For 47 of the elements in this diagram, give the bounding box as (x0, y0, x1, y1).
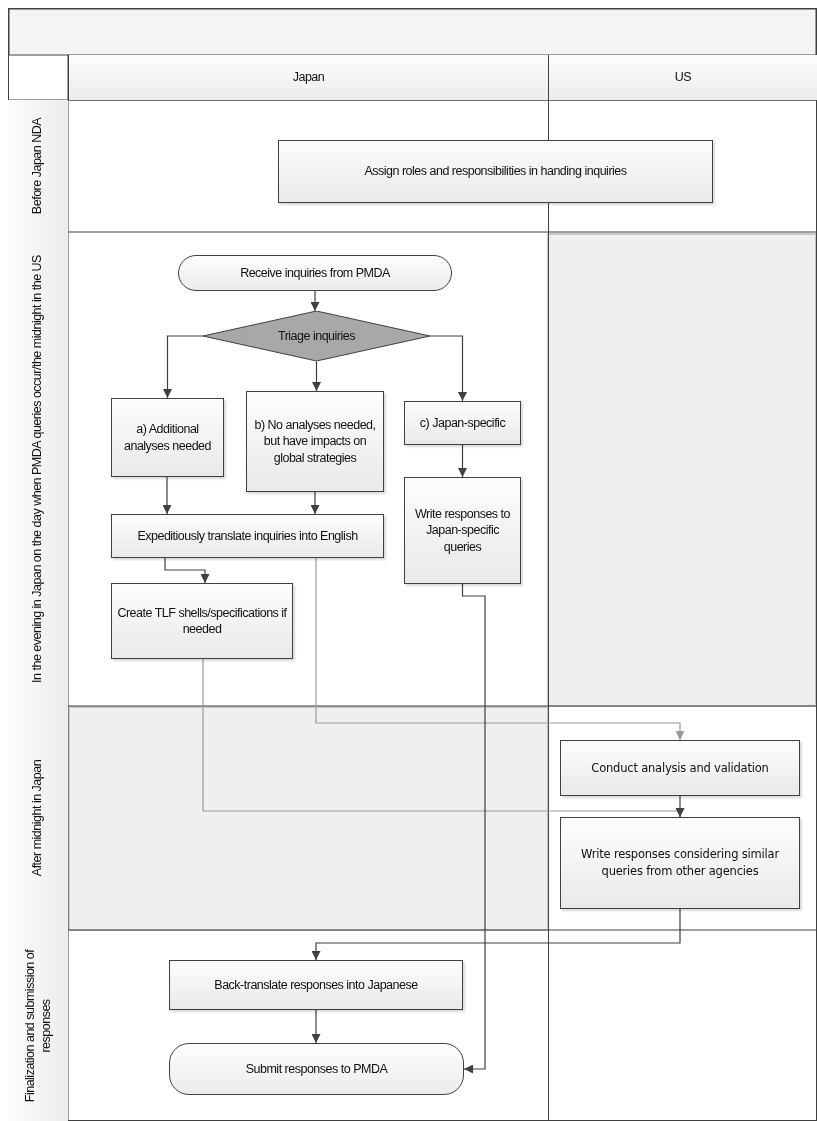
process-box (169, 960, 463, 1010)
step-text: Expeditiously translate inquiries into English (136, 527, 359, 545)
lane-label: US (673, 69, 693, 86)
arrow (461, 583, 486, 1074)
arrow (458, 444, 467, 478)
arrow (162, 476, 172, 515)
arrow (312, 360, 321, 392)
process-box (278, 140, 713, 203)
lane-header (68, 55, 548, 100)
step-text: b) No analyses needed, but have impacts on global strategies (253, 417, 377, 466)
step-text: Write responses to Japan-specific queries (414, 506, 511, 555)
step-text: Submit responses to PMDA (244, 1060, 389, 1078)
arrow (310, 290, 320, 312)
arrow (164, 557, 210, 584)
step-text: c) Japan-specific (418, 414, 507, 432)
process-box (560, 817, 800, 909)
process-box (111, 398, 224, 477)
arrow (163, 335, 204, 399)
lane-label: Finalization and submission of responses (21, 948, 54, 1104)
arrow (429, 335, 467, 402)
step-text: Write responses considering similar queries from other agencies (580, 846, 781, 880)
process-box (111, 583, 293, 659)
lane-label: Before Japan NDA (29, 116, 46, 217)
process-box (111, 514, 384, 558)
lane-header (548, 55, 817, 100)
process-box (404, 477, 521, 584)
arrow (311, 908, 681, 961)
step-text: Triage inquiries (277, 327, 356, 345)
lane-label: In the evening in Japan on the day when PMDA queries occur/the midnight in the US (29, 254, 46, 685)
decision-diamond (203, 311, 430, 361)
step-text: Back-translate responses into Japanese (213, 976, 419, 994)
terminal-box (169, 1043, 464, 1095)
arrow (675, 795, 685, 818)
step-text: a) Additional analyses needed (123, 421, 212, 454)
arrow (311, 1009, 321, 1044)
step-text: Receive inquiries from PMDA (239, 264, 391, 282)
step-text: Create TLF shells/specifications if needed (116, 604, 288, 638)
terminal-box (178, 255, 452, 291)
arrow (310, 491, 320, 515)
step-text: Assign roles and responsibilities in handing inquiries (363, 163, 628, 180)
lane-label: Japan (291, 69, 326, 86)
process-box (246, 391, 384, 492)
process-box (404, 401, 521, 445)
process-box (560, 740, 800, 796)
arrow (315, 557, 685, 741)
step-text: Conduct analysis and validation (590, 759, 770, 777)
lane-label: After midnight in Japan (29, 758, 46, 879)
